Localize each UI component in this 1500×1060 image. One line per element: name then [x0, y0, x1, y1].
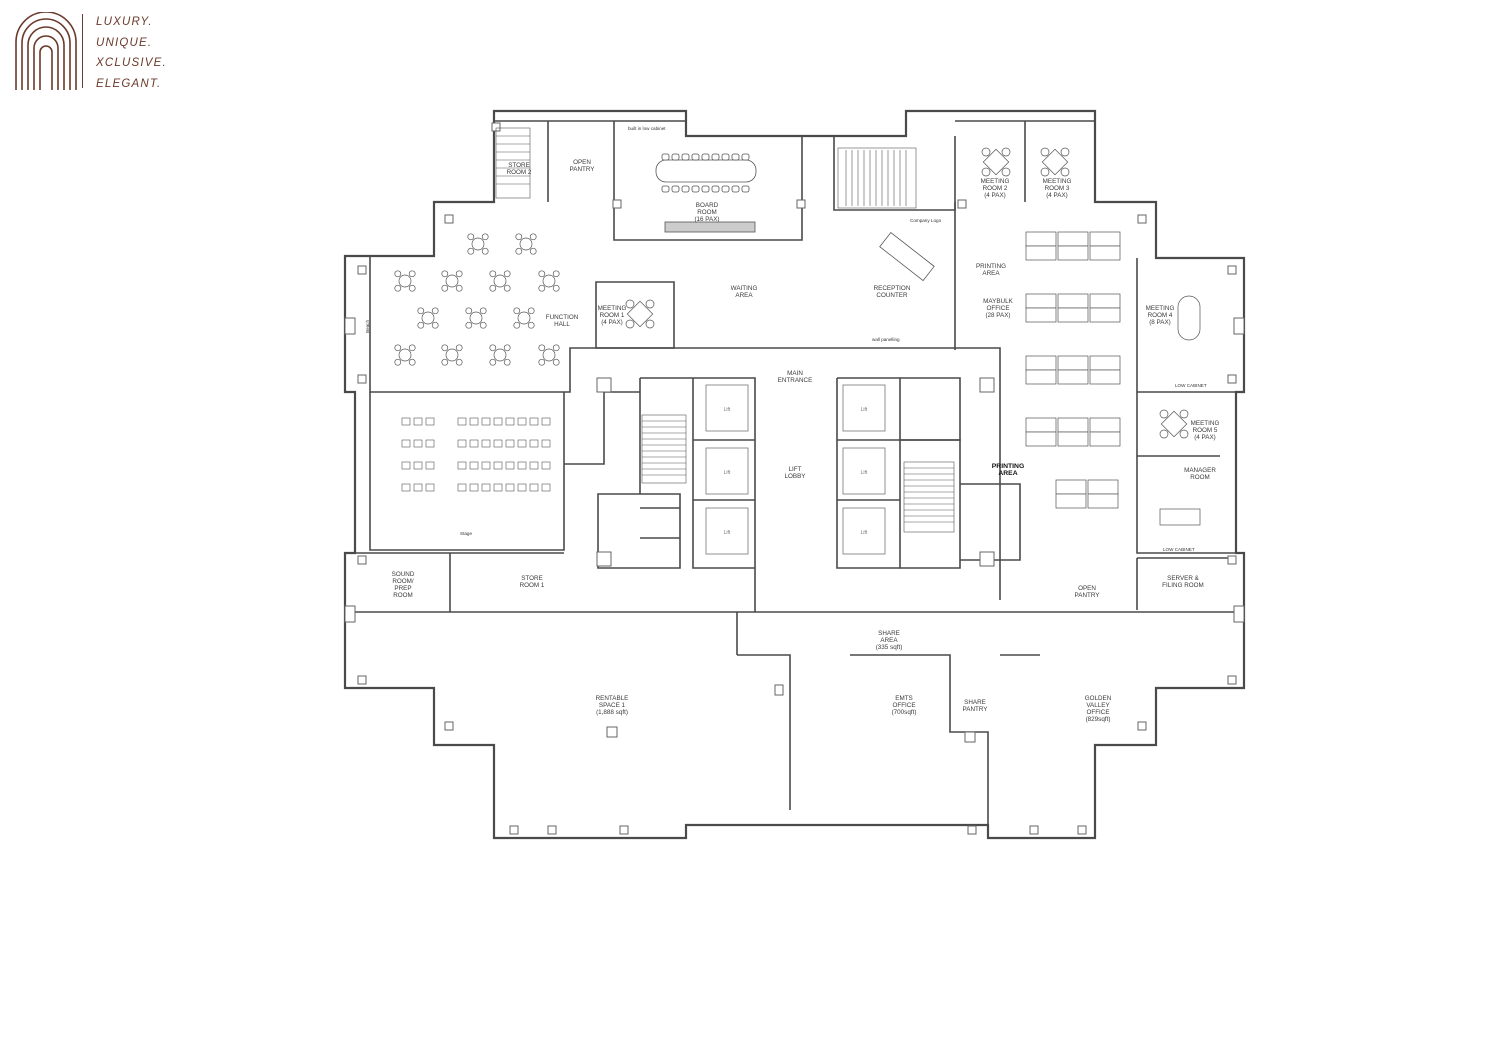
- function-hall-tables: [394, 233, 560, 366]
- maybulk-workstations: [1025, 231, 1121, 509]
- stairs-right: [903, 461, 955, 533]
- note-built-in: built in low cabinet: [628, 126, 666, 131]
- lift-label-5: Lift: [861, 470, 868, 476]
- brand-word-unique: UNIQUE.: [96, 36, 153, 49]
- note-low-cabinet-2: LOW CABINET: [1163, 547, 1195, 552]
- note-beach: Beach: [365, 320, 370, 333]
- brand-word-luxury: LUXURY.: [96, 16, 153, 28]
- brand-divider: [82, 14, 83, 88]
- arch-logo-icon: [15, 11, 77, 90]
- lift-label-6: Lift: [861, 530, 868, 536]
- room-label-server-filing: SERVER &FILING ROOM: [1162, 575, 1204, 589]
- lift-label-4: Lift: [861, 407, 868, 413]
- column-grid: [344, 122, 1245, 835]
- function-hall-seating: [401, 417, 551, 492]
- exterior-walls: [343, 109, 1246, 840]
- brand-tagline: LUXURY. UNIQUE. XCLUSIVE. ELEGANT.: [96, 12, 167, 94]
- board-room-table: [655, 153, 757, 233]
- reception-counter: [879, 231, 935, 282]
- lift-label-2: Lift: [724, 470, 731, 476]
- meeting-tables: [625, 147, 1201, 526]
- brand-logo: [14, 11, 184, 92]
- brand-word-elegant: ELEGANT.: [96, 77, 162, 90]
- stairs-top: [837, 147, 917, 209]
- note-stage: Stage: [460, 531, 472, 536]
- lift-label-1: Lift: [724, 407, 731, 413]
- lift-label-3: Lift: [724, 530, 731, 536]
- lift-cars: [705, 384, 886, 555]
- note-wall-panelling: wall panelling: [872, 337, 900, 342]
- note-company-logo: Company Logo: [910, 218, 942, 223]
- brand-word-xclusive: XCLUSIVE.: [96, 57, 167, 69]
- note-low-cabinet-1: LOW CABINET: [1175, 383, 1207, 388]
- interior-walls: [345, 120, 1236, 825]
- stairs-left: [641, 414, 687, 484]
- stairs-store-2: [495, 127, 531, 199]
